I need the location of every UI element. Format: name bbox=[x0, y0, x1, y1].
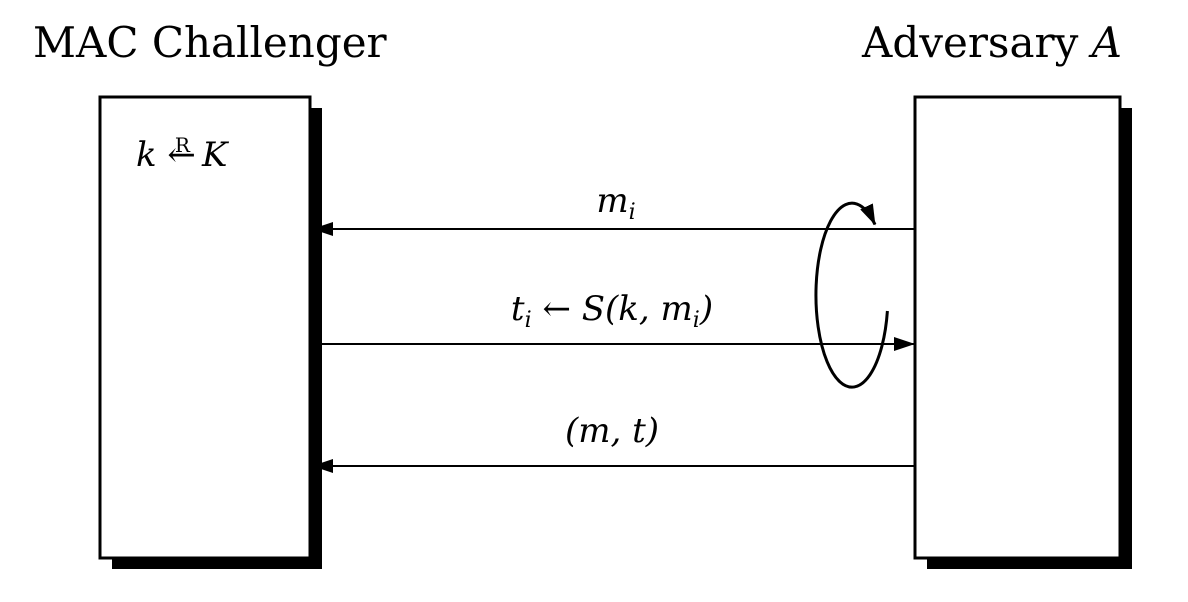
close-paren: ) bbox=[699, 289, 713, 329]
gets-arrow: ← bbox=[167, 135, 196, 175]
tag-subscript: i bbox=[525, 308, 532, 333]
sign-func-subscript: i bbox=[693, 308, 700, 333]
tag-response-label: ti ← S(k, mi) bbox=[511, 289, 713, 333]
query-subscript: i bbox=[629, 200, 636, 225]
script-a-symbol: A bbox=[1088, 18, 1122, 67]
sign-func: S(k, m bbox=[582, 289, 693, 329]
tag-var: t bbox=[511, 289, 525, 329]
query-var: m bbox=[596, 181, 628, 221]
script-k-symbol: K bbox=[201, 135, 230, 175]
challenger-title: MAC Challenger bbox=[33, 18, 388, 67]
adversary-box bbox=[913, 95, 1122, 560]
query-label: mi bbox=[596, 181, 635, 225]
adversary-title-text: Adversary bbox=[861, 18, 1092, 67]
adversary-title: Adversary A bbox=[861, 18, 1122, 67]
repeat-loop-arrow bbox=[814, 201, 889, 389]
random-superscript: R bbox=[175, 133, 191, 157]
key-var: k bbox=[136, 135, 167, 175]
gets-arrow: ← bbox=[532, 289, 582, 329]
forgery-label: (m, t) bbox=[565, 411, 659, 451]
challenger-box bbox=[98, 95, 312, 560]
